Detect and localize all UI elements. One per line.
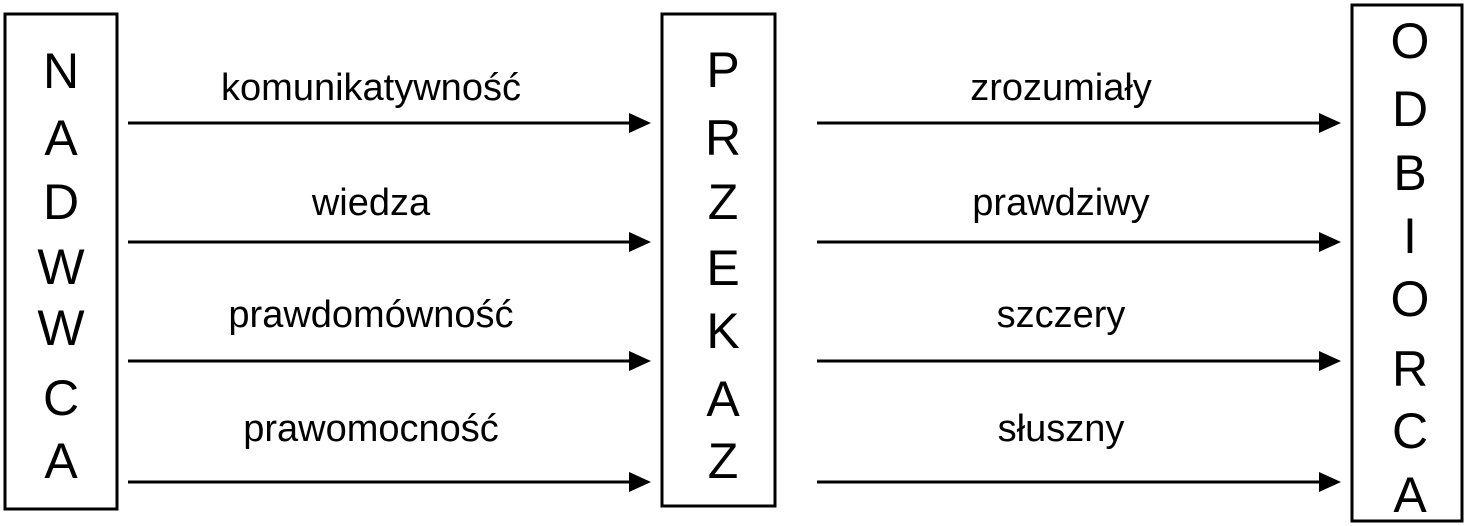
left-arrow — [128, 113, 651, 133]
message-box: P R Z E K A Z — [660, 12, 777, 508]
receiver-letter: D — [1392, 81, 1428, 137]
left-arrow — [128, 232, 651, 252]
left-arrow — [128, 351, 651, 371]
receiver-box: O D B I O R C A — [1350, 3, 1464, 523]
left-arrow — [128, 472, 651, 492]
message-letter: K — [706, 303, 739, 359]
message-letter: Z — [708, 174, 739, 230]
message-letter: Z — [708, 433, 739, 489]
right-label: słuszny — [998, 408, 1125, 450]
receiver-letter: A — [1393, 467, 1427, 523]
left-label: komunikatywność — [221, 67, 521, 109]
message-letter: A — [706, 371, 740, 427]
message-letter: E — [706, 240, 739, 296]
receiver-letter: I — [1403, 208, 1417, 264]
right-arrow — [817, 351, 1341, 371]
message-letter: R — [705, 110, 741, 166]
receiver-letter: C — [1392, 403, 1428, 459]
message-letter: P — [706, 42, 739, 98]
right-label: prawdziwy — [972, 182, 1149, 224]
right-label: szczery — [997, 294, 1126, 336]
sender-letter: W — [37, 300, 85, 356]
right-arrow — [817, 113, 1341, 133]
left-label: prawdomówność — [228, 294, 513, 336]
sender-letter: A — [44, 433, 78, 489]
sender-letter: A — [44, 110, 78, 166]
receiver-letter: R — [1392, 341, 1428, 397]
left-label: wiedza — [311, 182, 431, 224]
right-arrow — [817, 472, 1341, 492]
sender-letter: C — [43, 370, 79, 426]
sender-box: N A D W W C A — [3, 12, 119, 511]
right-label: zrozumiały — [970, 67, 1152, 109]
sender-letter: W — [37, 239, 85, 295]
receiver-letter: B — [1393, 145, 1426, 201]
left-label: prawomocność — [243, 408, 499, 450]
right-arrow — [817, 232, 1341, 252]
receiver-letter: O — [1391, 271, 1430, 327]
sender-letter: N — [43, 43, 79, 99]
receiver-letter: O — [1391, 13, 1430, 69]
sender-letter: D — [43, 174, 79, 230]
